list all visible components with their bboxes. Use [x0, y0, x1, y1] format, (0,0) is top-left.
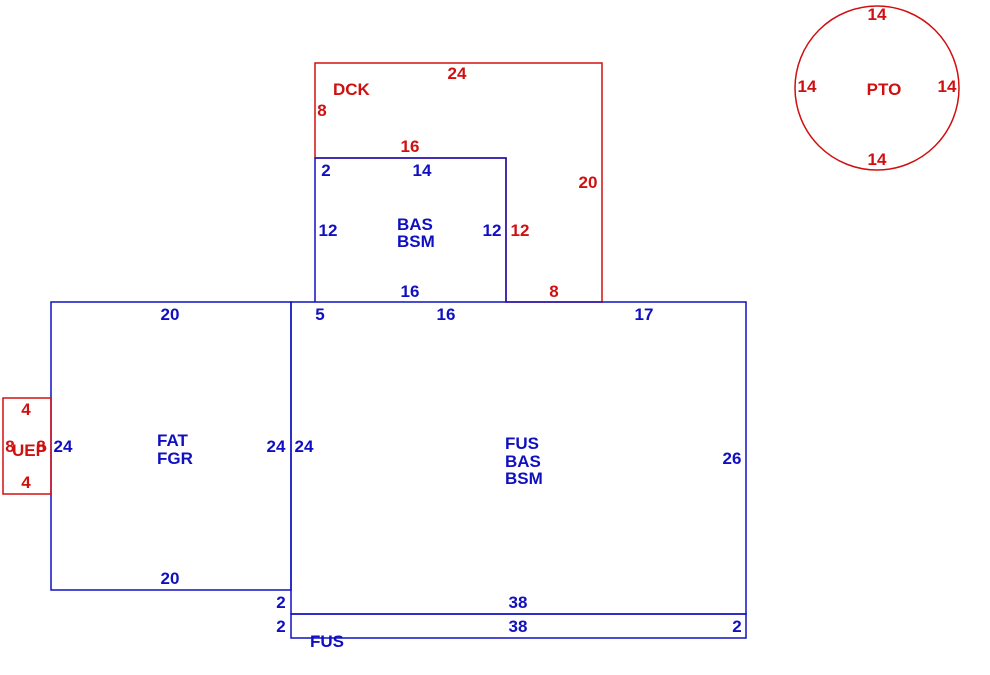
bas-upper-label-2: BSM — [397, 232, 435, 251]
bas-upper-outline — [314, 157, 507, 302]
fus-main-label-2: BAS — [505, 452, 541, 471]
fus-main-label-3: BSM — [505, 469, 543, 488]
pto-circle — [794, 5, 960, 171]
pto-dim-top: 14 — [868, 5, 887, 24]
dck-dim-inner-right: 12 — [511, 221, 530, 240]
bas-upper-dim-bottom: 16 — [401, 282, 420, 301]
fat-dim-top: 20 — [161, 305, 180, 324]
pto-label: PTO — [867, 80, 902, 99]
fus-main-dim-left: 24 — [295, 437, 314, 456]
fat-label-2: FGR — [157, 449, 193, 468]
fus-main-dim-top-2: 17 — [635, 305, 654, 324]
fus-main-dim-bottom: 38 — [509, 593, 528, 612]
dck-dim-inner-top: 16 — [401, 137, 420, 156]
bas-upper-dim-right: 12 — [483, 221, 502, 240]
dck-dim-bottom: 8 — [549, 282, 558, 301]
fus-strip-dim-right: 2 — [732, 617, 741, 636]
fus-main-dim-top-1: 16 — [437, 305, 456, 324]
dck-dim-right: 20 — [579, 173, 598, 192]
fus-strip-dim-upper-left: 2 — [276, 593, 285, 612]
uep-label: UEP — [12, 441, 47, 460]
bas-upper-dim-top: 14 — [413, 161, 432, 180]
uep-dim-bottom: 4 — [21, 473, 31, 492]
fus-strip-dim-left: 2 — [276, 617, 285, 636]
pto-dim-right: 14 — [938, 77, 957, 96]
fat-dim-right: 24 — [267, 437, 286, 456]
fus-main-label-1: FUS — [505, 434, 539, 453]
fat-label-1: FAT — [157, 431, 188, 450]
bas-upper-dim-left: 12 — [319, 221, 338, 240]
dck-label: DCK — [333, 80, 371, 99]
uep-outline — [2, 397, 52, 495]
pto-dim-left: 14 — [798, 77, 817, 96]
uep-dim-top: 4 — [21, 400, 31, 419]
fus-main-dim-corner: 5 — [315, 305, 324, 324]
fus-strip-outline — [290, 613, 747, 639]
pto-dim-bottom: 14 — [868, 150, 887, 169]
dck-dim-top: 24 — [448, 64, 467, 83]
uep-dim-left: 8 — [5, 437, 14, 456]
dck-dim-left: 8 — [317, 101, 326, 120]
bas-upper-label-1: BAS — [397, 215, 433, 234]
fus-main-dim-right: 26 — [723, 449, 742, 468]
uep-dim-right: 8 — [36, 437, 45, 456]
fus-strip-dim-length: 38 — [509, 617, 528, 636]
fat-dim-left: 24 — [54, 437, 73, 456]
fus-strip-label: FUS — [310, 632, 344, 651]
fat-dim-bottom: 20 — [161, 569, 180, 588]
bas-upper-dim-corner: 2 — [321, 161, 330, 180]
